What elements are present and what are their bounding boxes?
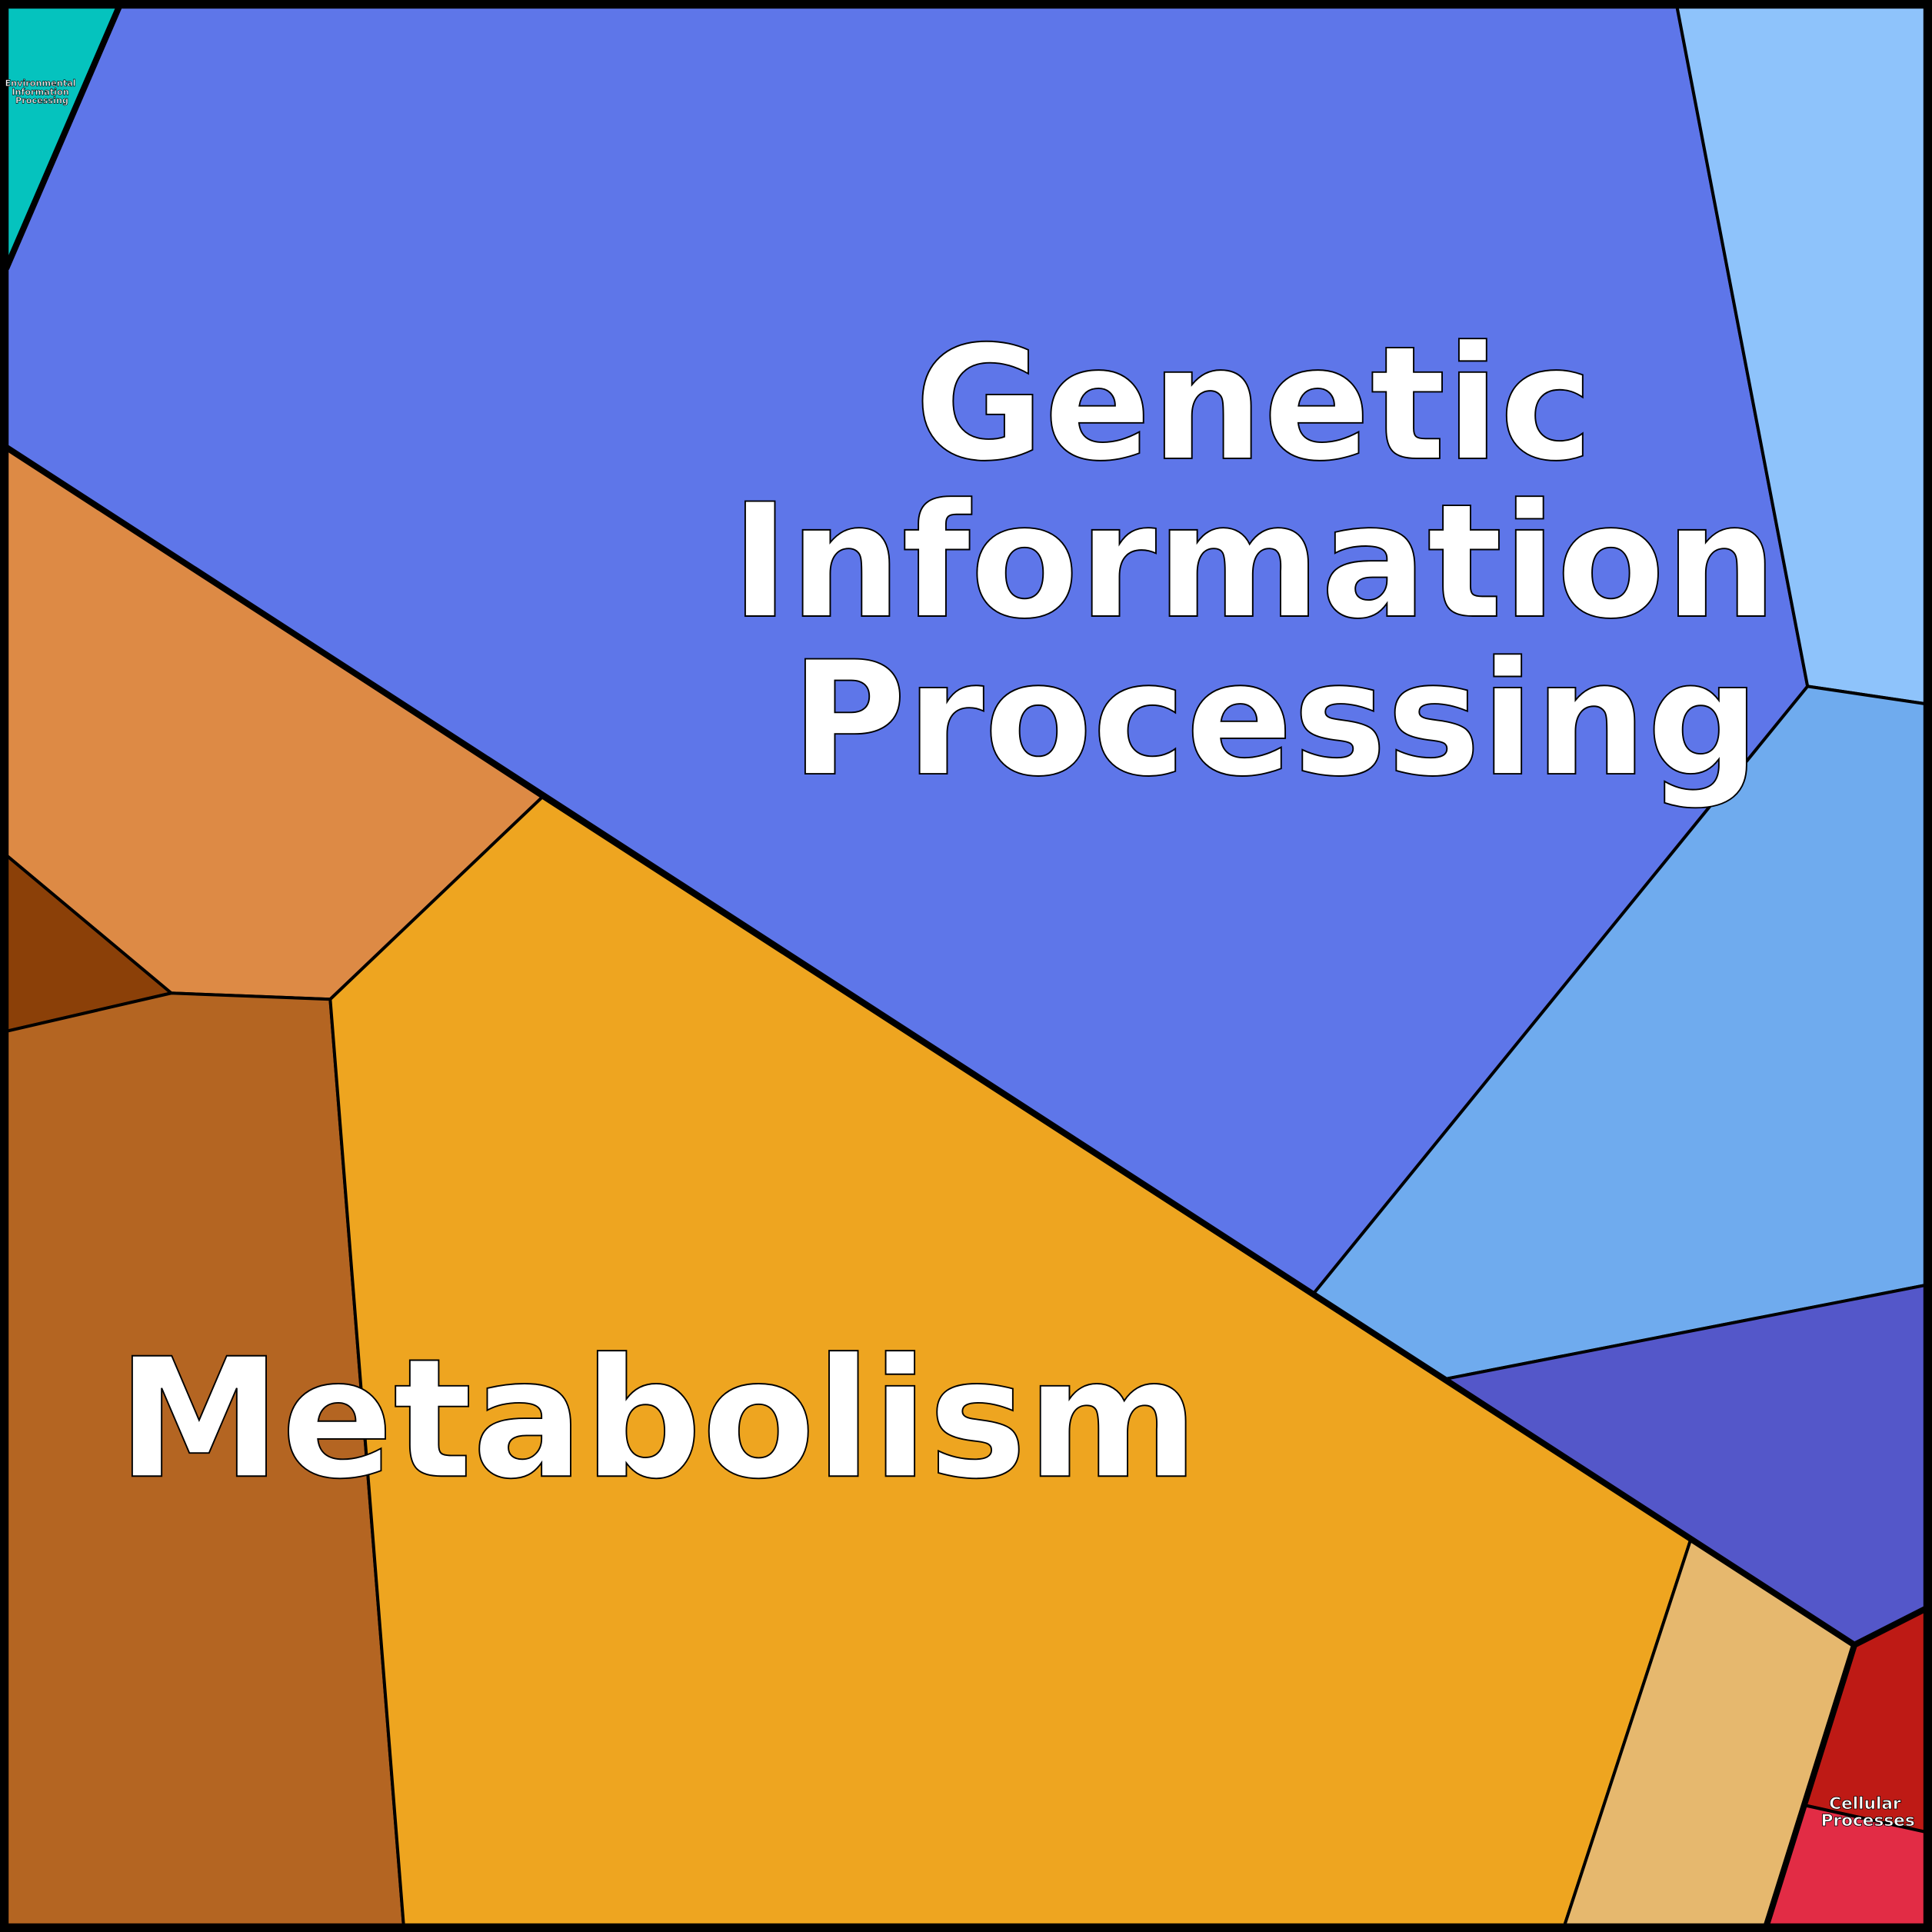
label-environmental: Environmental Information Processing <box>5 78 79 105</box>
major-boundaries <box>3 0 1932 1932</box>
label-cellular: Cellular Processes <box>1821 1794 1915 1830</box>
cell-genetic-sub1 <box>1674 0 1932 707</box>
label-genetic: Genetic Information Processing <box>731 313 1832 811</box>
label-metabolism: Metabolism <box>117 1323 1198 1515</box>
